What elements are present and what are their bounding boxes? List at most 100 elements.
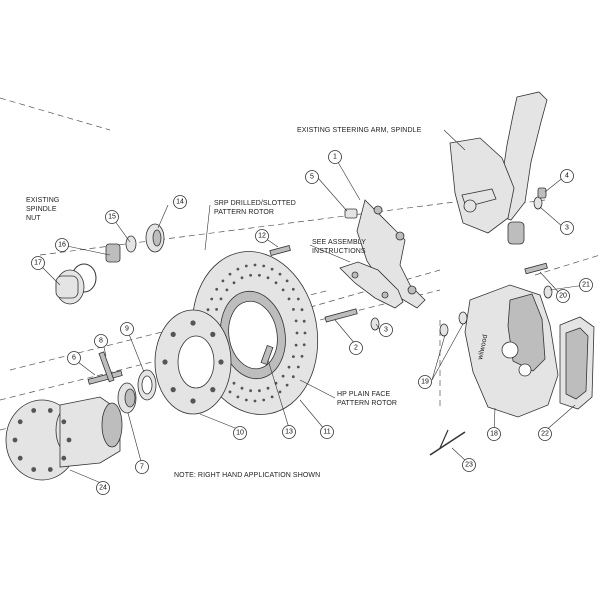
- washer-3b: [533, 196, 543, 210]
- rotor-drill-hole: [291, 287, 295, 291]
- svg-text:22: 22: [541, 431, 549, 438]
- svg-text:12: 12: [258, 233, 266, 240]
- seal: [137, 369, 157, 401]
- callout-18: 18: [487, 427, 501, 441]
- callout-15: 15: [105, 210, 119, 224]
- rotor-drill-hole: [295, 331, 299, 335]
- callout-6: 6: [67, 351, 81, 365]
- callout-8: 8: [94, 334, 108, 348]
- rotor-drill-hole: [240, 276, 244, 280]
- callout-24: 24: [96, 481, 110, 495]
- rotor-drill-hole: [210, 297, 214, 301]
- rotor-drill-hole: [281, 374, 285, 378]
- svg-text:5: 5: [310, 174, 314, 181]
- label-srp-rotor-2: PATTERN ROTOR: [214, 209, 274, 216]
- hat-bolt-hole: [218, 359, 224, 365]
- label-hp-rotor-2: PATTERN ROTOR: [337, 400, 397, 407]
- svg-text:3: 3: [565, 225, 569, 232]
- rotor-drill-hole: [266, 386, 270, 390]
- brake-pad: [559, 316, 595, 410]
- nut-4: [537, 187, 547, 199]
- rotor-drill-hole: [296, 365, 300, 369]
- label-spindle-nut-3: NUT: [26, 215, 41, 222]
- hat-bolt-hole: [190, 320, 196, 326]
- callout-22: 22: [538, 427, 552, 441]
- rotor-drill-hole: [278, 390, 282, 394]
- rotor-drill-hole: [294, 343, 298, 347]
- wheel-stud: [87, 370, 123, 385]
- bolt-12: [269, 244, 291, 256]
- rotor-drill-hole: [225, 288, 229, 292]
- rotor-drill-hole: [296, 297, 300, 301]
- bracket-spacer: [339, 261, 404, 309]
- hub-stud-hole: [47, 467, 53, 472]
- hub-stud-hole: [31, 467, 37, 472]
- callout-1: 1: [328, 150, 342, 164]
- rotor-drill-hole: [287, 365, 291, 369]
- callout-9: 9: [120, 322, 134, 336]
- rotor-drill-hole: [292, 308, 295, 311]
- svg-text:4: 4: [565, 173, 569, 180]
- rotor-drill-hole: [300, 308, 304, 312]
- hub-stud-hole: [17, 419, 23, 425]
- label-spindle-nut-1: EXISTING: [26, 197, 59, 204]
- svg-text:24: 24: [99, 485, 107, 492]
- rotor-drill-hole: [253, 263, 257, 267]
- callout-21: 21: [579, 278, 593, 292]
- steering-arm-spindle: [449, 91, 548, 245]
- svg-text:18: 18: [490, 431, 498, 438]
- rotor-drill-hole: [206, 308, 210, 312]
- pad-pin: [429, 429, 466, 456]
- label-srp-rotor-1: SRP DRILLED/SLOTTED: [214, 200, 296, 207]
- rotor-drill-hole: [232, 381, 236, 385]
- hat-bolt-holes: [162, 320, 224, 404]
- svg-text:2: 2: [354, 345, 358, 352]
- hub-stud-hole: [61, 419, 67, 425]
- rotor-drill-hole: [302, 319, 306, 323]
- rotor-drill-hole: [219, 297, 223, 301]
- callout-3a: 3: [560, 221, 574, 235]
- rotor-drill-hole: [287, 297, 291, 301]
- washer-19: [439, 311, 468, 337]
- rotor-drill-hole: [249, 389, 253, 393]
- hub-stud-hole: [17, 455, 23, 461]
- callout-10: 10: [233, 426, 247, 440]
- svg-text:15: 15: [108, 214, 116, 221]
- spacer-5: [344, 208, 358, 219]
- rotor-drill-hole: [258, 389, 261, 393]
- hat-bolt-hole: [190, 398, 196, 404]
- hub-stud-hole: [66, 437, 72, 443]
- callout-3b: 3: [379, 323, 393, 337]
- rotor-drill-hole: [228, 390, 232, 394]
- svg-text:1: 1: [333, 154, 337, 161]
- hub-stud-hole: [47, 408, 53, 413]
- hat-bolt-hole: [170, 331, 176, 337]
- callout-7: 7: [135, 460, 149, 474]
- text-labels: EXISTING STEERING ARM, SPINDLE EXISTING …: [26, 127, 421, 479]
- callout-4: 4: [560, 169, 574, 183]
- hub-stud-hole: [12, 437, 18, 443]
- svg-text:20: 20: [559, 293, 567, 300]
- label-note: NOTE: RIGHT HAND APPLICATION SHOWN: [174, 472, 320, 479]
- svg-text:8: 8: [99, 338, 103, 345]
- rotor-drill-hole: [221, 279, 225, 283]
- rotor-drill-hole: [262, 264, 266, 268]
- callout-17: 17: [31, 256, 45, 270]
- caliper: wilwood: [464, 284, 559, 418]
- caliper-bracket: [356, 199, 426, 309]
- rotor-drill-hole: [274, 281, 278, 285]
- rotor-drill-hole: [228, 272, 232, 276]
- rotor-drill-hole: [300, 354, 304, 358]
- callout-20: 20: [556, 289, 570, 303]
- label-spindle-nut-2: SPINDLE: [26, 206, 57, 213]
- svg-text:10: 10: [236, 430, 244, 437]
- bolt-8: [98, 351, 115, 383]
- rotor-drill-hole: [285, 383, 289, 387]
- callout-bubbles: 1 5 4 3 14 15 16 17 12 3 2 6 8 9 7 24 10…: [31, 150, 593, 495]
- rotor-drill-hole: [281, 288, 285, 292]
- callout-23: 23: [462, 458, 476, 472]
- svg-text:3: 3: [384, 327, 388, 334]
- dust-cap: [55, 269, 85, 305]
- rotor-drill-hole: [262, 398, 266, 402]
- svg-text:9: 9: [125, 326, 129, 333]
